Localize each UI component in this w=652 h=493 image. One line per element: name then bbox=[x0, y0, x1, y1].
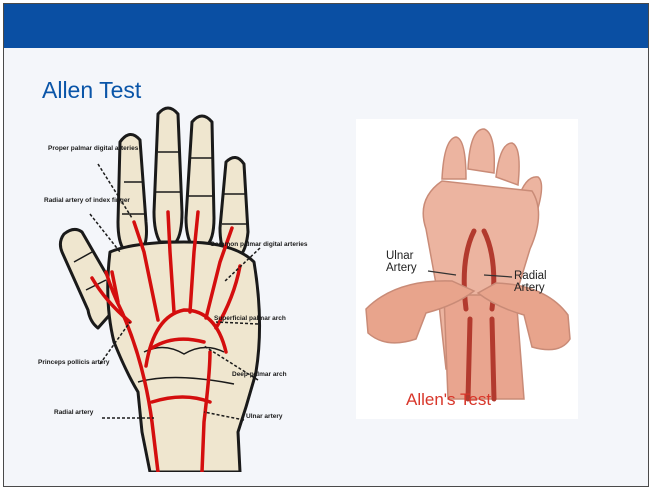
label-radial-artery-index: Radial artery of index finger bbox=[44, 197, 130, 204]
label-deep-palmar-arch: Deep palmar arch bbox=[232, 371, 287, 378]
label-princeps-pollicis: Princeps pollicis artery bbox=[38, 359, 110, 366]
hand-bones bbox=[60, 108, 259, 472]
label-ulnar-artery: Ulnar artery bbox=[246, 413, 283, 420]
label-radial-artery: Radial artery bbox=[54, 409, 94, 416]
hand-artery-diagram: Proper palmar digital arteries Radial ar… bbox=[34, 102, 318, 472]
slide-title: Allen Test bbox=[42, 77, 141, 104]
title-banner bbox=[4, 4, 648, 48]
label-common-palmar-digital: Common palmar digital arteries bbox=[210, 241, 308, 248]
slide: Allen Test bbox=[3, 3, 649, 487]
label-superficial-palmar-arch: Superficial palmar arch bbox=[214, 315, 286, 322]
allens-test-caption: Allen's Test bbox=[406, 390, 491, 409]
label-proper-palmar-digital: Proper palmar digital arteries bbox=[48, 145, 139, 152]
